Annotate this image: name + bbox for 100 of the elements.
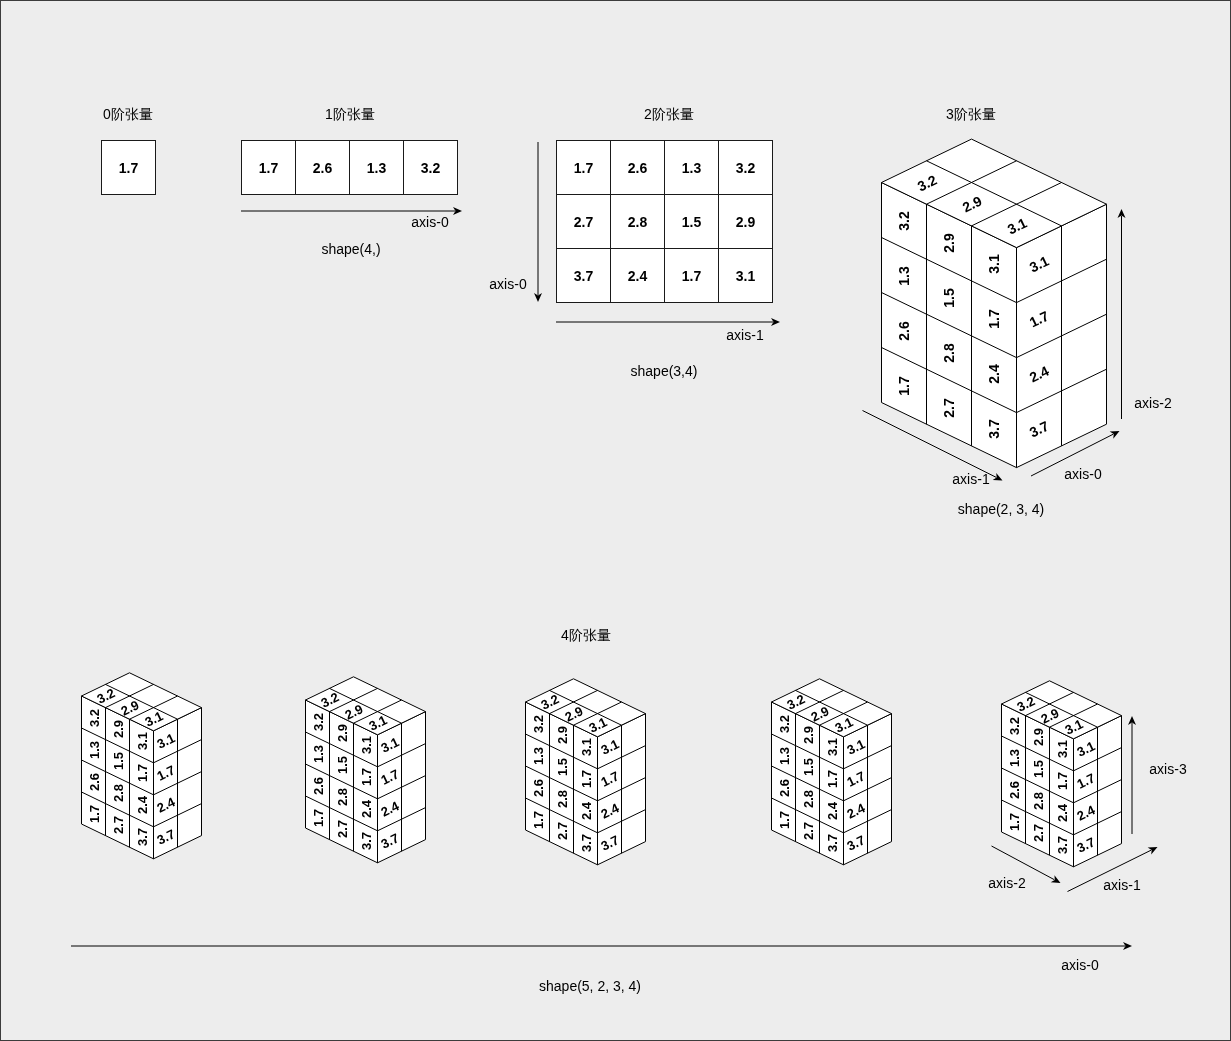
tensor-value: 2.8 bbox=[335, 788, 348, 807]
tensor-value: 3.1 bbox=[1027, 253, 1051, 275]
axis-label: axis-1 bbox=[952, 472, 990, 486]
tensor-value: 1.7 bbox=[359, 767, 372, 787]
tensor-value: 3.7 bbox=[1074, 835, 1097, 855]
tensor-value: 1.7 bbox=[1055, 771, 1068, 791]
tensor-value: 2.6 bbox=[87, 772, 100, 791]
tensor-value: 3.1 bbox=[1062, 717, 1085, 737]
tensor-value: 1.7 bbox=[311, 808, 324, 827]
tensor-value: 2.9 bbox=[555, 726, 568, 745]
tensor-value: 3.7 bbox=[154, 827, 177, 847]
array-cell: 1.5 bbox=[664, 194, 719, 249]
tensor-value: 2.9 bbox=[562, 703, 585, 724]
tensor-value: 2.8 bbox=[555, 790, 568, 809]
tensor-value: 2.4 bbox=[135, 795, 148, 815]
tensor-value: 3.1 bbox=[1055, 739, 1068, 759]
tensor-value: 3.2 bbox=[94, 686, 117, 706]
shape-label: shape(4,) bbox=[321, 242, 381, 256]
tensor-value: 1.3 bbox=[777, 746, 790, 765]
tensor-value: 3.1 bbox=[579, 737, 592, 757]
array-cell: 2.6 bbox=[295, 140, 350, 195]
tensor-value: 2.9 bbox=[959, 193, 984, 215]
tensor-value: 1.5 bbox=[555, 758, 568, 777]
section-heading: 1阶张量 bbox=[325, 107, 375, 121]
shape-label: shape(3,4) bbox=[630, 364, 698, 378]
tensor-value: 2.7 bbox=[555, 822, 568, 841]
tensor-value: 3.2 bbox=[897, 211, 911, 231]
tensor-value: 1.7 bbox=[135, 763, 148, 783]
tensor-value: 2.4 bbox=[598, 801, 621, 821]
shape-label: shape(5, 2, 3, 4) bbox=[539, 979, 641, 993]
tensor-value: 3.1 bbox=[135, 731, 148, 751]
tensor-value: 2.4 bbox=[1055, 803, 1068, 823]
axis-label: axis-0 bbox=[489, 277, 527, 291]
tensor-value: 3.2 bbox=[1007, 716, 1020, 735]
tensor-value: 2.6 bbox=[777, 778, 790, 797]
tensor-value: 3.2 bbox=[531, 714, 544, 733]
tensor-value: 3.1 bbox=[844, 737, 867, 757]
tensor-value: 3.1 bbox=[378, 735, 401, 755]
tensor-value: 3.2 bbox=[1014, 694, 1037, 714]
axis-label: axis-0 bbox=[411, 215, 449, 229]
tensor-value: 2.9 bbox=[335, 724, 348, 743]
tensor-value: 1.7 bbox=[1027, 308, 1051, 330]
tensor-value: 3.2 bbox=[538, 692, 561, 712]
tensor-value: 1.7 bbox=[844, 769, 867, 789]
tensor-value: 2.9 bbox=[942, 232, 956, 253]
tensor-value: 2.7 bbox=[111, 816, 124, 835]
tensor-value: 3.2 bbox=[777, 714, 790, 733]
section-heading: 4阶张量 bbox=[561, 628, 611, 642]
tensor-value: 1.5 bbox=[942, 287, 956, 308]
tensor-value: 2.6 bbox=[1007, 780, 1020, 799]
tensor-value: 3.7 bbox=[1055, 835, 1068, 855]
tensor-value: 1.3 bbox=[311, 744, 324, 763]
section-heading: 2阶张量 bbox=[644, 107, 694, 121]
tensor-value: 2.4 bbox=[825, 801, 838, 821]
tensor-value: 3.7 bbox=[987, 419, 1001, 439]
tensor-value: 2.4 bbox=[987, 364, 1001, 384]
tensor-value: 1.3 bbox=[1007, 748, 1020, 767]
tensor-value: 2.9 bbox=[1038, 705, 1061, 726]
tensor-value: 2.7 bbox=[801, 822, 814, 841]
tensor-value: 3.1 bbox=[142, 709, 165, 729]
tensor-value: 2.4 bbox=[154, 795, 177, 815]
tensor-value: 1.7 bbox=[777, 810, 790, 829]
tensor-value: 3.2 bbox=[914, 171, 939, 194]
tensor-value: 1.5 bbox=[111, 752, 124, 771]
tensor-value: 1.7 bbox=[154, 763, 177, 783]
tensor-value: 3.2 bbox=[87, 708, 100, 727]
tensor-value: 3.2 bbox=[318, 690, 341, 710]
tensor-value: 1.7 bbox=[87, 804, 100, 823]
axis-label: axis-0 bbox=[1064, 467, 1102, 481]
array-cell: 3.2 bbox=[718, 140, 773, 195]
tensor-value: 2.9 bbox=[808, 703, 831, 724]
axis-label: axis-1 bbox=[726, 328, 764, 342]
tensor-value: 2.9 bbox=[342, 701, 365, 722]
axis-label: axis-1 bbox=[1103, 878, 1141, 892]
tensor-value: 1.5 bbox=[1031, 760, 1044, 779]
tensor-value: 2.7 bbox=[335, 820, 348, 839]
section-heading: 0阶张量 bbox=[103, 107, 153, 121]
tensor-value: 2.4 bbox=[579, 801, 592, 821]
tensor-value: 1.7 bbox=[987, 309, 1001, 329]
tensor-value: 3.1 bbox=[586, 715, 609, 735]
tensor-value: 3.7 bbox=[1027, 418, 1051, 440]
tensor-value: 2.6 bbox=[531, 778, 544, 797]
array-cell: 2.9 bbox=[718, 194, 773, 249]
axis-label: axis-0 bbox=[1061, 958, 1099, 972]
tensor-value: 3.2 bbox=[784, 692, 807, 712]
tensor-value: 2.8 bbox=[1031, 792, 1044, 811]
tensor-value: 2.4 bbox=[378, 799, 401, 819]
tensor-value: 3.7 bbox=[135, 827, 148, 847]
array-cell: 1.7 bbox=[101, 140, 156, 195]
tensor-value: 1.7 bbox=[825, 769, 838, 789]
section-heading: 3阶张量 bbox=[946, 107, 996, 121]
axis-label: axis-2 bbox=[1134, 396, 1172, 410]
tensor-value: 2.4 bbox=[359, 799, 372, 819]
array-cell: 1.7 bbox=[664, 248, 719, 303]
tensor-value: 3.1 bbox=[832, 715, 855, 735]
tensor-value: 1.7 bbox=[1074, 771, 1097, 791]
tensor-value: 3.7 bbox=[825, 833, 838, 853]
tensor-value: 1.3 bbox=[531, 746, 544, 765]
tensor-value: 2.7 bbox=[942, 397, 956, 418]
tensor-value: 2.7 bbox=[1031, 824, 1044, 843]
